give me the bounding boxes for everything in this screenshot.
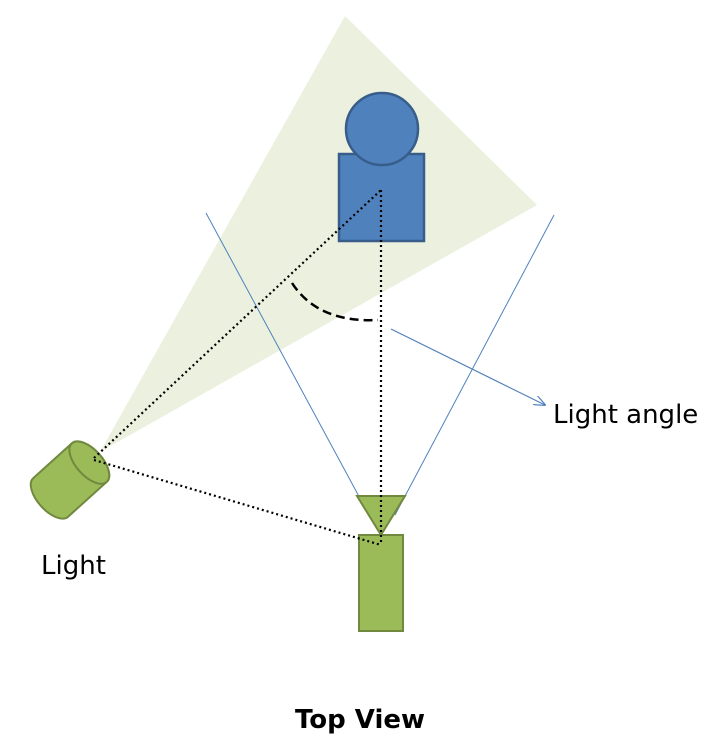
camera-fov-right-line	[394, 214, 555, 516]
camera-fov-left-line	[205, 212, 370, 516]
light-to-subject-line	[93, 189, 382, 459]
camera-icon	[355, 495, 407, 632]
view-caption: Top View	[294, 705, 426, 735]
light-angle-label: Light angle	[553, 400, 699, 430]
light-label: Light	[41, 551, 106, 581]
light-angle-pointer	[390, 328, 545, 405]
camera-body	[358, 534, 404, 632]
spotlight-icon	[29, 440, 111, 520]
light-angle-arc	[290, 282, 379, 322]
light-to-camera-line	[93, 458, 382, 547]
subject-head	[344, 91, 420, 167]
subject-body	[337, 152, 426, 243]
light-beam	[100, 16, 537, 452]
